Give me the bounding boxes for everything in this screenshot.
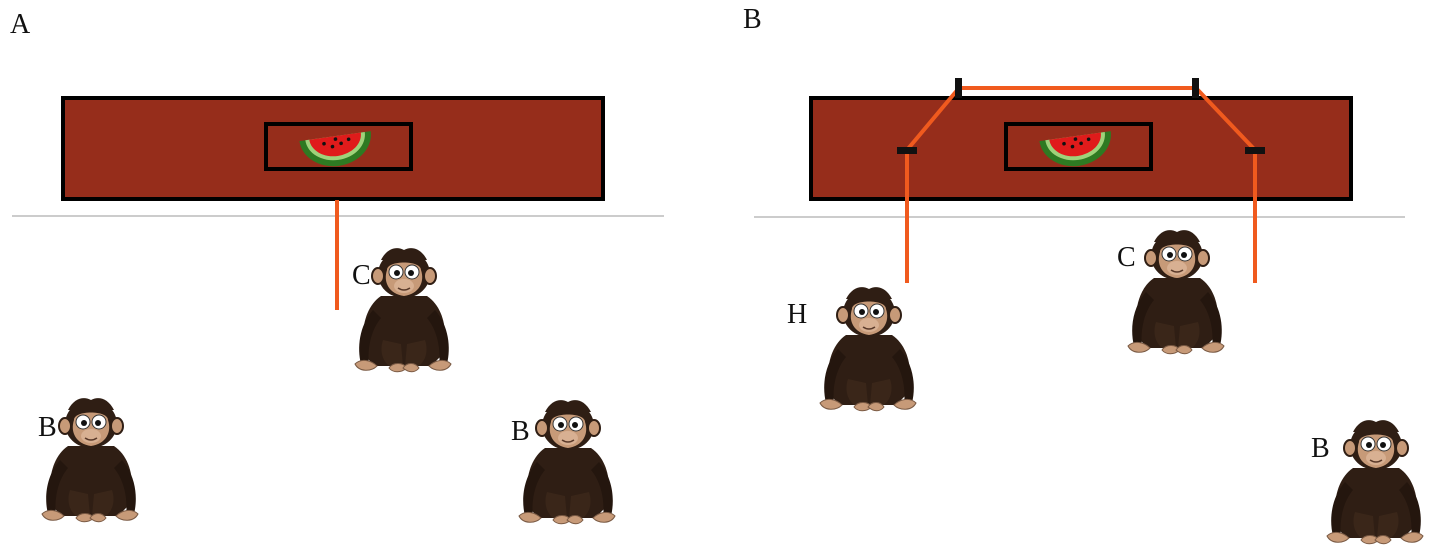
panel-b: B H C B xyxy=(743,4,1424,545)
panel-a: A C B B xyxy=(10,9,664,525)
chimp-c: C xyxy=(1117,229,1225,355)
chimp-label: C xyxy=(1117,242,1136,273)
panel-label: A xyxy=(10,9,31,40)
chimp-c: C xyxy=(352,247,452,373)
chimp-label: B xyxy=(1311,433,1330,464)
chimp-label: B xyxy=(511,416,530,447)
panel-label: B xyxy=(743,4,762,35)
chimp-h: H xyxy=(787,286,917,412)
chimp-label: B xyxy=(38,412,57,443)
chimp-label: C xyxy=(352,260,371,291)
rope xyxy=(897,78,1265,283)
chimp-b: B xyxy=(1311,419,1424,545)
chimp-b-left: B xyxy=(38,397,139,523)
chimp-icon xyxy=(518,399,616,525)
chimp-icon xyxy=(819,286,917,412)
chimp-icon xyxy=(1127,229,1225,355)
chimp-label: H xyxy=(787,299,807,330)
chimp-b-right: B xyxy=(511,399,616,525)
chimp-icon xyxy=(1326,419,1424,545)
